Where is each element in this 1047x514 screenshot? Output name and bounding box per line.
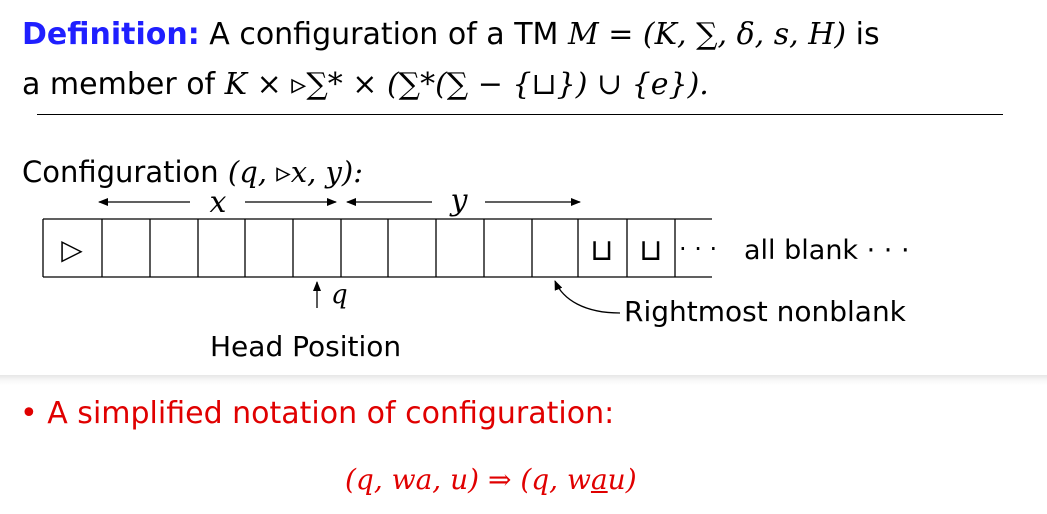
definition-text-2: a member of [22, 67, 216, 102]
definition-line-2: a member of K × ▹∑* × (∑*(∑ − {⊔}) ∪ {e}… [22, 70, 709, 100]
formula: (q, wa, u) ⇒ (q, wau) [345, 466, 637, 494]
tape-cell-dividers [101, 219, 676, 277]
config-set-math: K × ▹∑* × (∑*(∑ − {⊔}) ∪ {e}). [224, 67, 709, 102]
blank-cell-2: ⊔ [639, 233, 662, 268]
tm-tuple-math: M = (K, ∑, δ, s, H) [568, 17, 847, 52]
left-end-symbol: ▷ [61, 233, 83, 266]
divider-line [37, 114, 1003, 115]
bullet-symbol: • [20, 396, 38, 431]
blank-cell-1: ⊔ [590, 233, 613, 268]
head-position-label: Head Position [210, 330, 402, 363]
slide-separator [0, 375, 1047, 385]
head-state: q [331, 280, 348, 310]
definition-label: Definition: [22, 17, 200, 52]
diagram-title-text: Configuration [22, 155, 219, 189]
formula-underlined-symbol: a [590, 463, 608, 496]
bullet-item: • A simplified notation of configuration… [20, 399, 614, 429]
diagram-title-math: (q, ▹x, y): [227, 155, 364, 189]
tape-diagram: x y ▷ ⊔ ⊔ · · · all blank · · · q [42, 183, 910, 314]
formula-end: u) [607, 463, 637, 496]
formula-start: (q, wa, u) ⇒ (q, w [345, 463, 591, 496]
x-label: x [210, 185, 227, 220]
continuation-dots: · · · [679, 235, 717, 263]
bullet-text: A simplified notation of configuration: [47, 396, 615, 431]
definition-line-1: Definition: A configuration of a TM M = … [22, 20, 880, 50]
rightmost-arrow [554, 280, 621, 314]
all-blank-label: all blank · · · [744, 235, 910, 266]
definition-tail: is [855, 17, 880, 52]
definition-text-1: A configuration of a TM [209, 17, 559, 52]
y-label: y [449, 183, 469, 218]
diagram-title: Configuration (q, ▹x, y): [22, 158, 363, 187]
rightmost-nonblank-label: Rightmost nonblank [624, 295, 906, 328]
